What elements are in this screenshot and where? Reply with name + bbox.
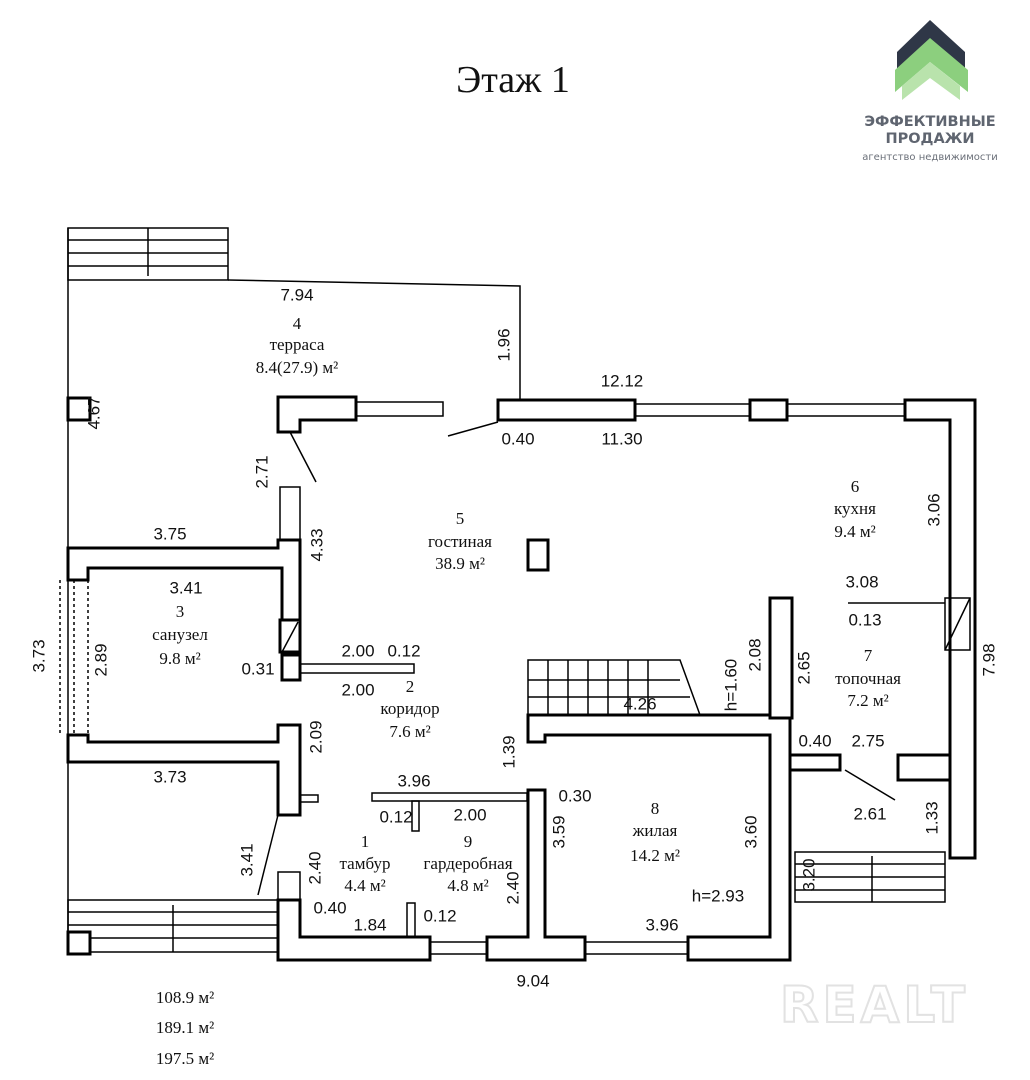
logo-roof-icon	[897, 20, 965, 72]
dimension: 2.65	[794, 651, 813, 684]
dimension: 2.40	[503, 871, 522, 904]
dimension: h=2.93	[692, 886, 744, 905]
dimension: 4.67	[84, 396, 103, 429]
room-number: 7	[864, 646, 873, 665]
dimension: 2.00	[453, 805, 486, 824]
logo-line2: ПРОДАЖИ	[885, 131, 974, 147]
total-area: 108.9 м²	[156, 988, 214, 1007]
room-name: санузел	[152, 625, 208, 644]
dimension: 12.12	[601, 371, 644, 390]
room-area: 4.4 м²	[344, 876, 385, 895]
dimension: 3.06	[924, 493, 943, 526]
dimension: 0.13	[848, 610, 881, 629]
room-area: 38.9 м²	[435, 554, 485, 573]
dimension: 9.04	[516, 971, 549, 990]
dimension: 2.00	[341, 641, 374, 660]
room-name: кухня	[834, 499, 876, 518]
room-labels: 4 терраса 8.4(27.9) м² 5 гостиная 38.9 м…	[152, 314, 901, 895]
dimension: 11.30	[601, 429, 642, 448]
dimension: 3.75	[153, 524, 186, 543]
room-name: гардеробная	[423, 854, 512, 873]
dimension: 1.33	[922, 801, 941, 834]
dimension: 3.59	[549, 815, 568, 848]
dimension: 2.75	[851, 731, 884, 750]
dimension: 4.33	[307, 528, 326, 561]
room-number: 1	[361, 832, 370, 851]
room-name: топочная	[835, 669, 901, 688]
dimension: 3.73	[29, 639, 48, 672]
dimension: 2.61	[853, 804, 886, 823]
dimension: 7.94	[280, 285, 313, 304]
dimension: 2.40	[305, 851, 324, 884]
internal-stairs	[527, 659, 701, 716]
watermark: REALT	[780, 976, 969, 1034]
agency-logo: ЭФФЕКТИВНЫЕ ПРОДАЖИ агентство недвижимос…	[862, 20, 998, 163]
room-number: 5	[456, 509, 465, 528]
room-name: коридор	[380, 699, 439, 718]
total-area: 189.1 м²	[156, 1018, 214, 1037]
stairs-right	[794, 851, 946, 903]
dimension: h=1.60	[721, 659, 740, 711]
room-number: 4	[293, 314, 302, 333]
dimension: 3.20	[799, 858, 818, 891]
room-number: 6	[851, 477, 860, 496]
dimension: 2.89	[91, 643, 110, 676]
plan-title: Этаж 1	[456, 59, 570, 101]
terrace-edge	[227, 279, 521, 400]
dimension: 0.31	[241, 659, 274, 678]
logo-chevron-icon	[895, 38, 968, 92]
dimension: 0.12	[387, 641, 420, 660]
dimension: 4.26	[623, 694, 656, 713]
room-name: гостиная	[428, 532, 492, 551]
dimension: 1.84	[353, 915, 386, 934]
dimension: 3.96	[397, 771, 430, 790]
dimension: 2.71	[252, 455, 271, 488]
dimension: 3.41	[237, 843, 256, 876]
room-name: тамбур	[340, 854, 391, 873]
column	[526, 538, 550, 572]
dimension: 3.08	[845, 572, 878, 591]
room-area: 8.4(27.9) м²	[256, 358, 338, 377]
logo-line3: агентство недвижимости	[862, 152, 997, 163]
room-name: жилая	[632, 821, 678, 840]
room-area: 14.2 м²	[630, 846, 680, 865]
dimension: 1.96	[494, 328, 513, 361]
stairs-bottom	[66, 899, 279, 956]
dimension: 3.73	[153, 767, 186, 786]
room-number: 3	[176, 602, 185, 621]
room-area: 4.8 м²	[447, 876, 488, 895]
logo-line1: ЭФФЕКТИВНЫЕ	[864, 114, 995, 130]
dimension: 1.39	[499, 735, 518, 768]
dimension: 0.30	[558, 786, 591, 805]
room-number: 8	[651, 799, 660, 818]
logo-chevron2-icon	[902, 62, 960, 100]
dimension: 2.08	[745, 638, 764, 671]
dimension: 3.96	[645, 915, 678, 934]
dimension: 7.98	[979, 643, 998, 676]
dimension: 3.60	[741, 815, 760, 848]
dimension: 0.40	[501, 429, 534, 448]
room-name: терраса	[270, 335, 325, 354]
dimension: 2.09	[306, 720, 325, 753]
dimension: 0.12	[423, 906, 456, 925]
room-area: 7.6 м²	[389, 722, 430, 741]
dimension: 0.12	[379, 807, 412, 826]
room-area: 9.8 м²	[159, 649, 200, 668]
stairs-top	[67, 227, 229, 281]
dimension: 2.00	[341, 680, 374, 699]
dimension: 3.41	[169, 578, 202, 597]
dimension-labels: 7.94 1.96 12.12 0.40 11.30 4.67 2.71 4.3…	[29, 285, 998, 990]
room-number: 2	[406, 677, 415, 696]
total-area: 197.5 м²	[156, 1049, 214, 1068]
walls	[59, 227, 977, 962]
dimension: 0.40	[798, 731, 831, 750]
room-area: 9.4 м²	[834, 522, 875, 541]
dimension: 0.40	[313, 898, 346, 917]
room-area: 7.2 м²	[847, 691, 888, 710]
area-totals: 108.9 м² 189.1 м² 197.5 м²	[156, 988, 214, 1068]
room-number: 9	[464, 832, 473, 851]
